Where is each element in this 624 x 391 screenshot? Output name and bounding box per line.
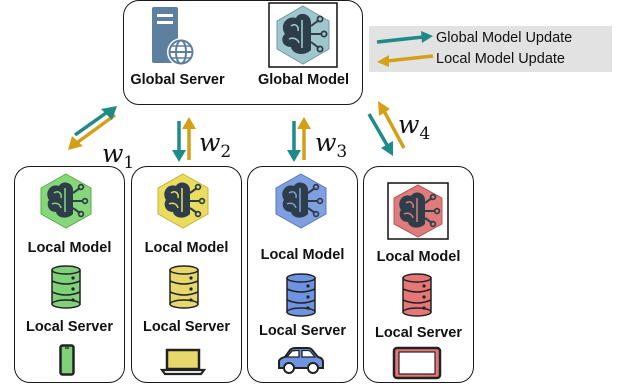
local-model-brain-icon xyxy=(40,173,92,229)
arrow-pair-w1 xyxy=(68,106,117,150)
database-icon xyxy=(286,273,316,317)
weight-label-w2: w2 xyxy=(199,128,232,162)
legend-global-label: Global Model Update xyxy=(436,30,573,46)
local-model-label: Local Model xyxy=(260,247,345,263)
global-update-legend-arrow xyxy=(376,31,433,44)
database-icon xyxy=(402,273,432,317)
global-model-brain-icon xyxy=(268,2,338,68)
tablet-icon xyxy=(392,346,442,380)
local-model-brain-icon xyxy=(275,173,327,229)
laptop-icon xyxy=(160,348,206,376)
arrow-pair-w2 xyxy=(172,117,196,162)
database-icon xyxy=(169,265,199,309)
legend-local-label: Local Model Update xyxy=(436,51,565,67)
arrow-pair-w3 xyxy=(287,117,311,162)
local-server-label: Local Server xyxy=(258,323,347,339)
local-server-label: Local Server xyxy=(25,319,114,335)
brain-shape xyxy=(276,5,330,65)
local-server-label: Local Server xyxy=(374,325,463,341)
local-model-brain-icon xyxy=(157,173,209,229)
smartphone-icon xyxy=(59,344,75,376)
global-server-label: Global Server xyxy=(130,72,225,88)
local-model-brain-icon xyxy=(387,182,449,240)
arrow-pair-w4 xyxy=(367,101,406,156)
car-icon xyxy=(278,347,324,374)
weight-label-w4: w4 xyxy=(398,110,431,144)
legend: Global Model Update Local Model Update xyxy=(369,26,612,72)
weight-label-w1: w1 xyxy=(102,139,135,173)
global-model-label: Global Model xyxy=(257,72,350,88)
local-update-legend-arrow xyxy=(377,54,434,67)
weight-label-w3: w3 xyxy=(315,128,348,162)
local-model-label: Local Model xyxy=(27,240,112,256)
local-model-label: Local Model xyxy=(144,240,229,256)
local-model-label: Local Model xyxy=(376,249,461,265)
server-globe-icon xyxy=(152,7,195,66)
local-server-label: Local Server xyxy=(142,319,231,335)
database-icon xyxy=(51,265,81,309)
